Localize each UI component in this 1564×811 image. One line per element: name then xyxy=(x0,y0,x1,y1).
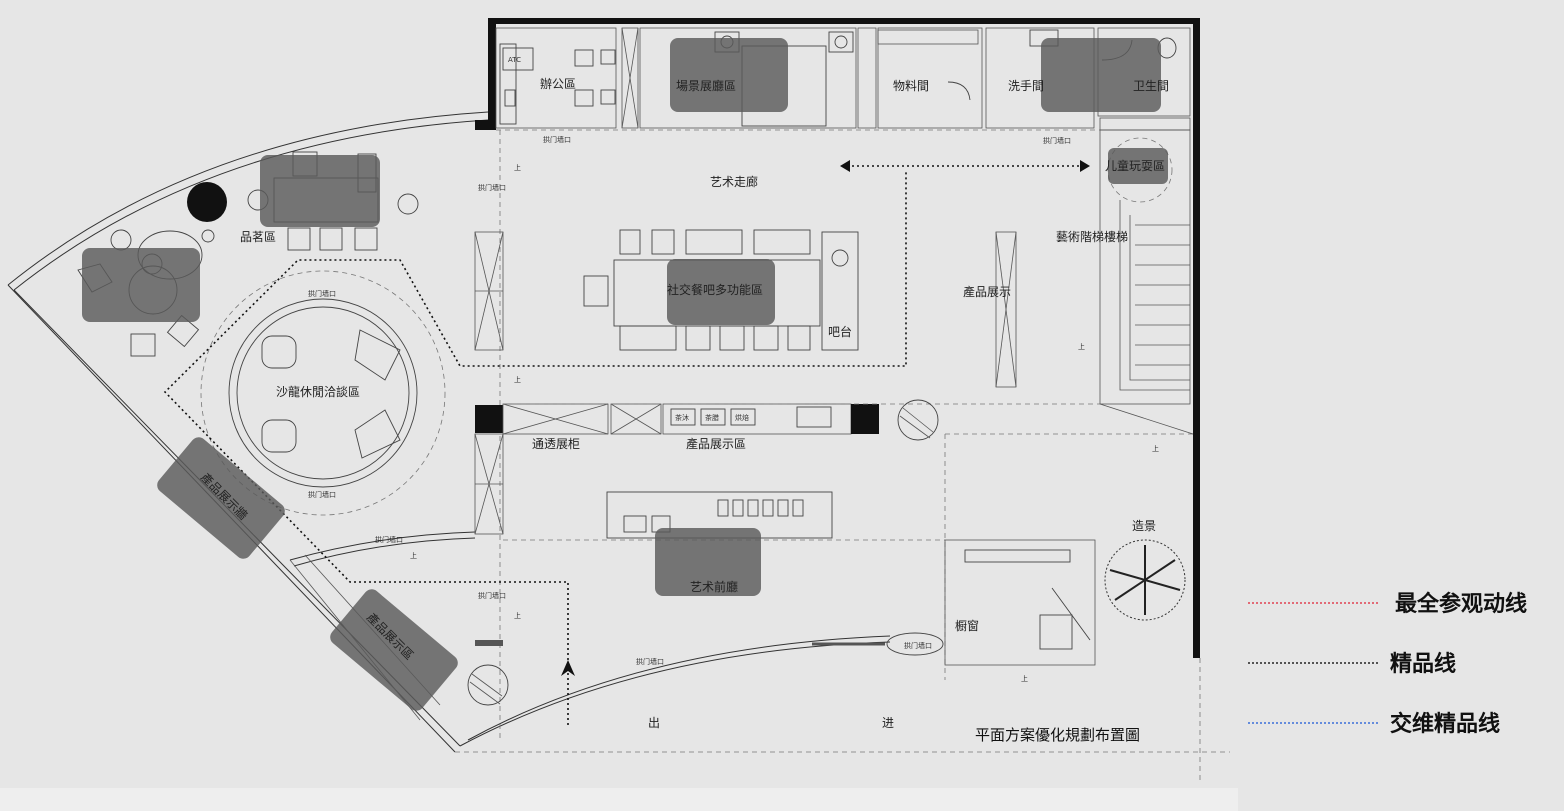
label-exit: 出 xyxy=(648,716,660,730)
plan-annotation: 上 xyxy=(410,551,417,560)
shelf-item-2: 茶腊 xyxy=(705,413,719,422)
label-bar-counter: 吧台 xyxy=(828,324,852,339)
plan-annotation: 上 xyxy=(514,611,521,620)
legend-label-full-route: 最全参观动线 xyxy=(1395,591,1527,617)
label-kids-area: 儿童玩耍區 xyxy=(1105,158,1165,173)
outer-walls xyxy=(7,18,1230,780)
label-product-display-area: 產品展示區 xyxy=(686,436,746,451)
plan-annotation: 上 xyxy=(514,375,521,384)
plan-annotation: 上 xyxy=(1078,342,1085,351)
interior-structure: 茶沐 茶腊 烘焙 xyxy=(289,120,1194,740)
visit-route xyxy=(163,160,1090,725)
zone-highlights xyxy=(82,38,1168,711)
shelf-item-3: 烘焙 xyxy=(735,413,749,422)
plan-annotation: 拱门墙口 xyxy=(308,289,336,298)
label-transparent-cabinet: 通透展柜 xyxy=(532,437,580,451)
label-scene-hall: 場景展廳區 xyxy=(676,78,736,93)
plan-annotation: 上 xyxy=(1152,444,1159,453)
label-art-corridor: 艺术走廊 xyxy=(710,174,758,189)
plan-annotation: 拱门墙口 xyxy=(904,641,932,650)
label-material: 物料間 xyxy=(893,79,929,93)
label-enter: 进 xyxy=(882,716,894,730)
plan-title: 平面方案優化規劃布置圖 xyxy=(975,726,1140,744)
room-labels: 辦公區 場景展廳區 物料間 洗手間 卫生間 儿童玩耍區 艺术走廊 藝術階梯樓梯 … xyxy=(198,77,1169,744)
legend-label-cross-boutique: 交维精品线 xyxy=(1390,711,1500,737)
label-salon: 沙龍休閒洽談區 xyxy=(276,384,360,399)
plan-annotation: 拱门墙口 xyxy=(375,535,403,544)
label-art-front-hall: 艺术前廳 xyxy=(690,579,738,594)
plan-annotation: 拱门墙口 xyxy=(308,490,336,499)
label-art-stair: 藝術階梯樓梯 xyxy=(1056,229,1128,244)
label-wash: 洗手間 xyxy=(1008,79,1044,93)
label-landscape: 造景 xyxy=(1132,519,1156,533)
label-shop-window: 橱窗 xyxy=(955,619,979,633)
plan-annotation: 上 xyxy=(514,163,521,172)
plan-annotation: 拱门墙口 xyxy=(543,135,571,144)
plan-annotation: 拱门墙口 xyxy=(1043,136,1071,145)
plan-annotation: 拱门墙口 xyxy=(478,183,506,192)
label-product-display: 產品展示 xyxy=(963,284,1011,299)
entry-arrow-icon xyxy=(561,660,575,676)
plan-annotation: 上 xyxy=(1021,674,1028,683)
legend-label-boutique: 精品线 xyxy=(1390,651,1456,677)
legend: 最全参观动线 精品线 交维精品线 xyxy=(1248,591,1527,737)
plan-annotation: 拱门墙口 xyxy=(478,591,506,600)
shelf-item-1: 茶沐 xyxy=(675,413,689,422)
plan-annotation: 拱门墙口 xyxy=(636,657,664,666)
label-social-bar: 社交餐吧多功能區 xyxy=(667,282,763,297)
bottom-band xyxy=(0,788,1238,811)
label-tea-area: 品茗區 xyxy=(240,230,276,244)
label-restroom: 卫生間 xyxy=(1133,79,1169,93)
office-note: ATC xyxy=(508,56,521,64)
label-office: 辦公區 xyxy=(540,77,576,91)
annotations: 拱门墙口 拱门墙口 拱门墙口 拱门墙口 拱门墙口 拱门墙口 拱门墙口 拱门墙口 … xyxy=(308,135,1159,683)
